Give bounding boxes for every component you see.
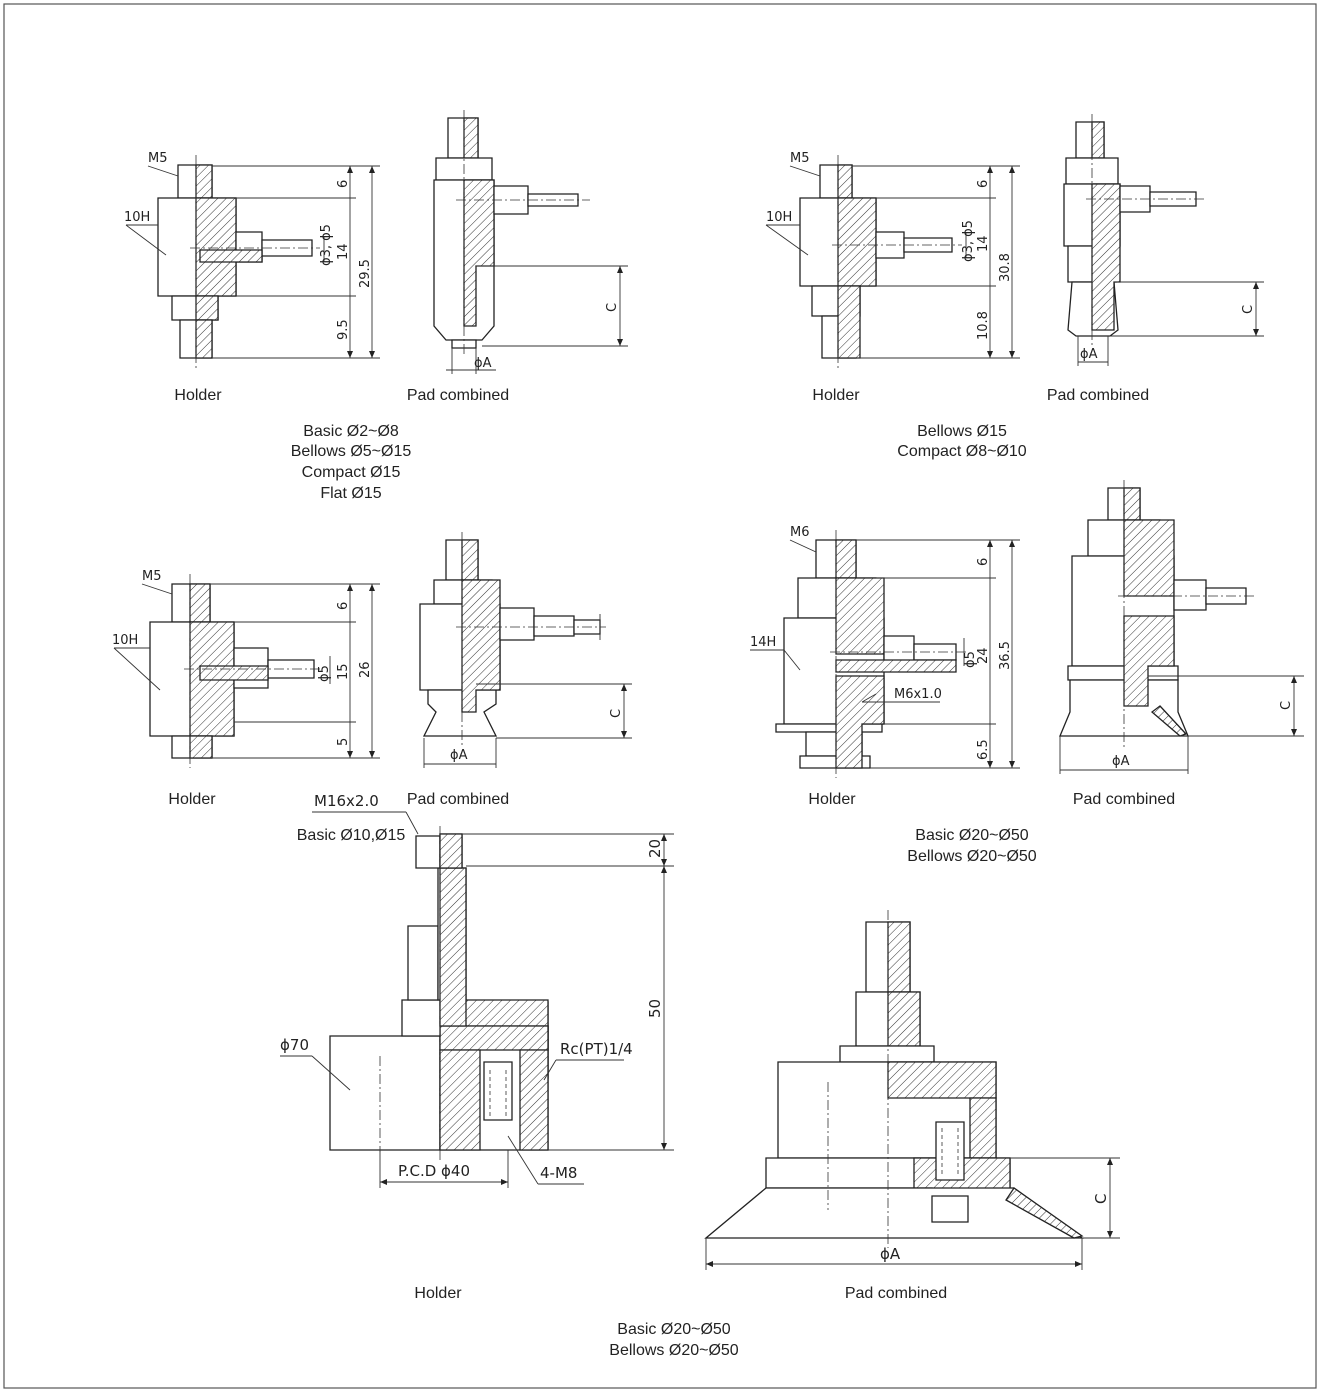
view5-pad-dim-c: C <box>1092 1194 1110 1204</box>
view1-dim-bottom: 9.5 <box>336 319 351 340</box>
view1-pad-dim-c: C <box>605 303 620 312</box>
view1-holder <box>125 155 380 368</box>
view1-dim-14: 14 <box>336 243 351 260</box>
view2-pad <box>1063 114 1264 366</box>
view1-series-4: Flat Ø15 <box>320 485 381 502</box>
view4-pad-dim-c: C <box>1279 701 1294 710</box>
view4-hex-label: 14H <box>750 635 776 650</box>
view4-dim-6: 6 <box>976 558 991 566</box>
view3-thread-label: M5 <box>142 569 162 584</box>
view5-bolt-label: 4-M8 <box>540 1164 577 1182</box>
view3-dim-bottom: 5 <box>336 738 351 746</box>
view1-holder-caption: Holder <box>174 387 222 404</box>
view2-hex-label: 10H <box>766 210 792 225</box>
view4-dim-total: 36.5 <box>998 641 1013 670</box>
view3-dim-15: 15 <box>336 663 351 680</box>
view3-holder-caption: Holder <box>168 791 216 808</box>
view4-series-1: Basic Ø20~Ø50 <box>915 827 1029 844</box>
view1-pad <box>433 110 628 374</box>
view1-dim-total: 29.5 <box>358 259 373 288</box>
view4-series-2: Bellows Ø20~Ø50 <box>907 848 1037 865</box>
view2-dim-14: 14 <box>976 235 991 252</box>
view3-pad <box>419 532 632 768</box>
view3-holder <box>113 574 380 768</box>
view3-pad-dim-c: C <box>609 709 624 718</box>
view5-pad <box>704 910 1120 1270</box>
view1-dim-6: 6 <box>336 180 351 188</box>
view5-holder <box>280 811 674 1188</box>
view5-pad-dim-a: ϕA <box>880 1245 901 1263</box>
view2-pad-dim-a: ϕA <box>1080 347 1098 362</box>
view2-thread-label: M5 <box>790 151 810 166</box>
view1-hex-label: 10H <box>124 210 150 225</box>
view3-pad-dim-a: ϕA <box>450 748 468 763</box>
view3-dim-6: 6 <box>336 602 351 610</box>
view2-dim-6: 6 <box>976 180 991 188</box>
view1-pad-caption: Pad combined <box>407 387 509 404</box>
view1-pad-dim-a: ϕA <box>474 356 492 371</box>
view2-holder-caption: Holder <box>812 387 860 404</box>
view2-dim-bottom: 10.8 <box>976 311 991 340</box>
view4-dim-24: 24 <box>976 647 991 664</box>
view5-pad-caption: Pad combined <box>845 1285 947 1302</box>
view5-dim-20: 20 <box>646 839 664 858</box>
view5-thread-label: M16x2.0 <box>314 792 379 810</box>
view2-tube-label: ϕ3, ϕ5 <box>961 220 976 262</box>
view1-thread-label: M5 <box>148 151 168 166</box>
drawing-border <box>3 3 1317 1389</box>
view4-pad-caption: Pad combined <box>1073 791 1175 808</box>
view5-series-2: Bellows Ø20~Ø50 <box>609 1342 739 1359</box>
view4-tube-label: ϕ5 <box>963 651 978 668</box>
view2-series-1: Bellows Ø15 <box>917 423 1007 440</box>
view3-dim-total: 26 <box>358 661 373 678</box>
view1-tube-label: ϕ3, ϕ5 <box>319 224 334 266</box>
view4-pad <box>1059 480 1304 774</box>
view4-pad-dim-a: ϕA <box>1112 754 1130 769</box>
view4-dim-bottom: 6.5 <box>976 739 991 760</box>
view3-tube-label: ϕ5 <box>317 665 332 682</box>
view1-series-1: Basic Ø2~Ø8 <box>303 423 399 440</box>
view2-series-2: Compact Ø8~Ø10 <box>897 443 1027 460</box>
view5-series-1: Basic Ø20~Ø50 <box>617 1321 731 1338</box>
view5-port-label: Rc(PT)1/4 <box>560 1040 633 1058</box>
view3-hex-label: 10H <box>112 633 138 648</box>
view1-series-3: Compact Ø15 <box>302 464 401 481</box>
view5-holder-caption: Holder <box>414 1285 462 1302</box>
view2-holder <box>765 155 1020 368</box>
view3-pad-caption: Pad combined <box>407 791 509 808</box>
view2-pad-caption: Pad combined <box>1047 387 1149 404</box>
view5-dim-50: 50 <box>646 999 664 1018</box>
view4-holder-caption: Holder <box>808 791 856 808</box>
view3-series-1: Basic Ø10,Ø15 <box>297 827 406 844</box>
view1-series-2: Bellows Ø5~Ø15 <box>291 443 412 460</box>
view2-pad-dim-c: C <box>1241 305 1256 314</box>
view4-thread-label: M6 <box>790 525 810 540</box>
view5-body-dia-label: ϕ70 <box>280 1036 309 1054</box>
view5-pcd-label: P.C.D ϕ40 <box>398 1162 470 1180</box>
view4-inner-thread-label: M6x1.0 <box>894 687 942 702</box>
view4-holder <box>750 530 1020 778</box>
view2-dim-total: 30.8 <box>998 253 1013 282</box>
